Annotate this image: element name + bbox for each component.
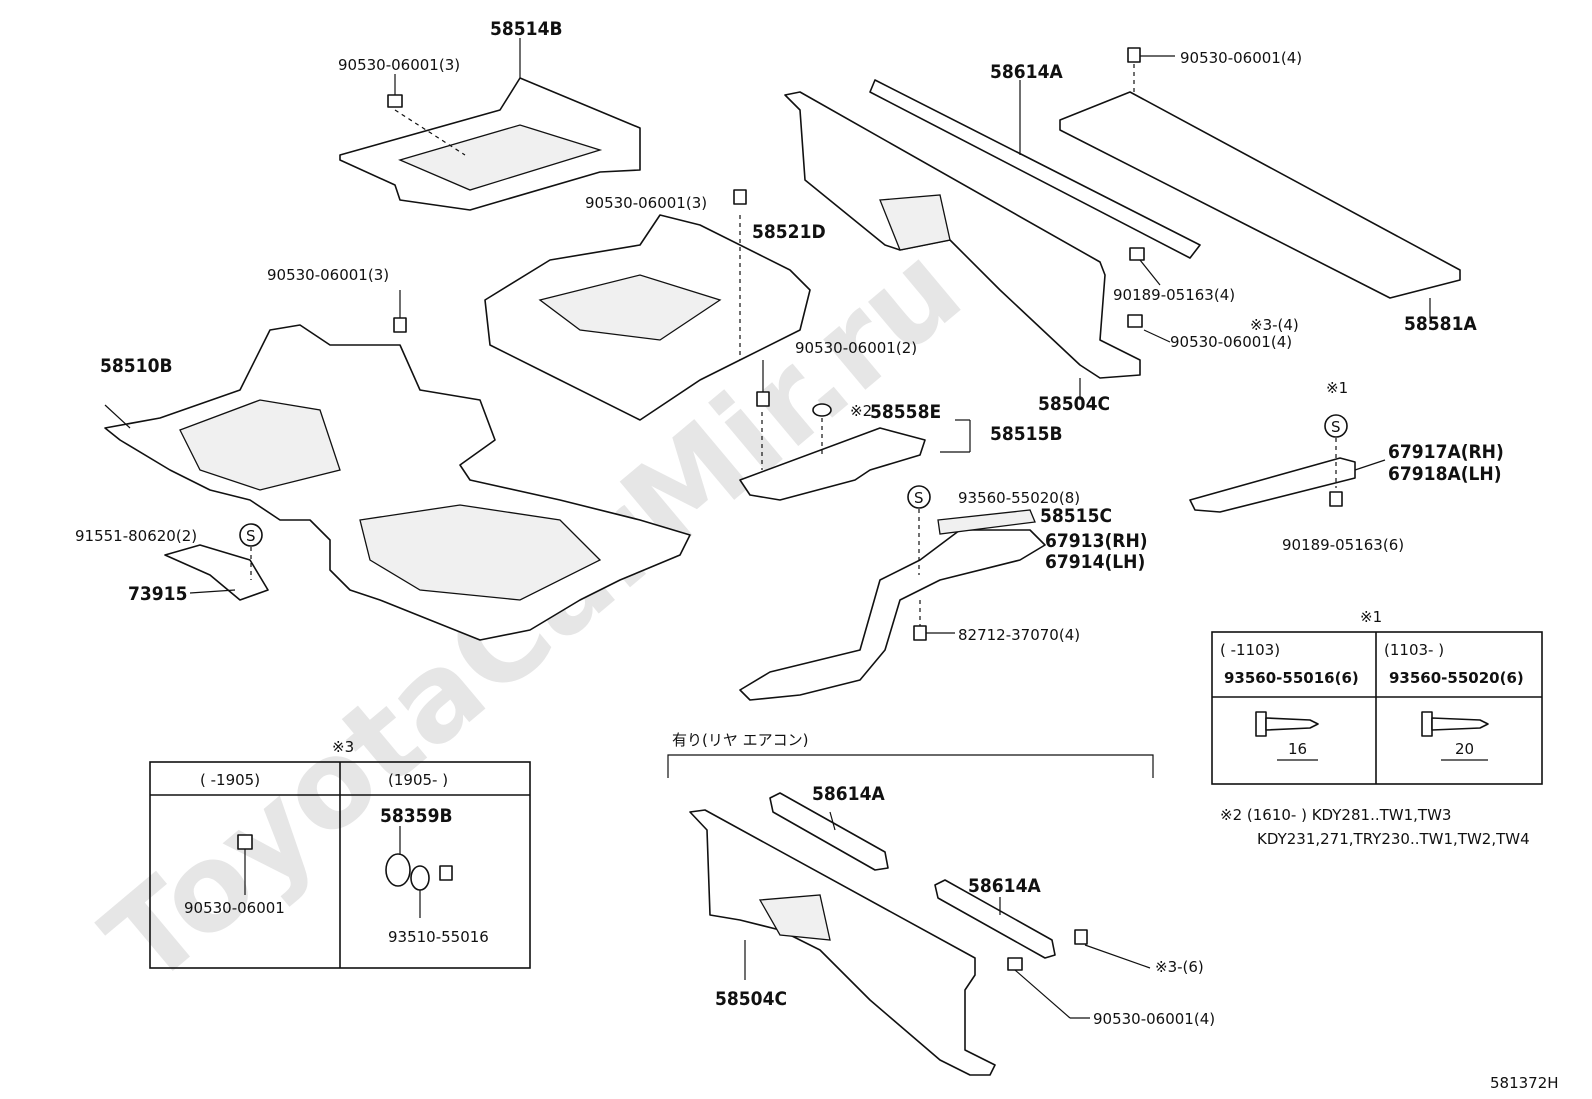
screw-s-symbol: S — [239, 523, 263, 580]
part-58504C-rear[interactable] — [689, 809, 996, 1076]
table-note-3: ※3 ( -1905) (1905- ) 90530-06001 58359B … — [149, 738, 531, 969]
label-90530-06001-2: 90530-06001(2) — [795, 339, 917, 357]
svg-text:有り(リヤ エアコン): 有り(リヤ エアコン) — [672, 731, 808, 749]
label-91551-80620: 91551-80620(2) — [75, 527, 197, 545]
part-67913-scuff[interactable] — [739, 509, 1046, 701]
clip-icon — [1329, 491, 1343, 507]
part-58581A[interactable] — [1059, 91, 1461, 318]
label-58515C: 58515C — [1040, 505, 1112, 527]
clip-icon — [1127, 47, 1175, 95]
svg-text:S: S — [914, 489, 924, 507]
label-58558E: 58558E — [870, 401, 941, 423]
label-58514B: 58514B — [490, 18, 563, 40]
svg-text:※3: ※3 — [332, 738, 354, 756]
part-73915[interactable] — [164, 544, 269, 601]
note-2-line2: KDY231,271,TRY230..TW1,TW2,TW4 — [1257, 830, 1530, 848]
clip-icon — [1127, 247, 1171, 343]
ref-1-top: ※1 — [1326, 379, 1348, 397]
part-58504C-top[interactable] — [784, 91, 1141, 400]
label-90189-05163-6: 90189-05163(6) — [1282, 536, 1404, 554]
diagram-id: 581372H — [1490, 1074, 1559, 1092]
label-58510B: 58510B — [100, 355, 173, 377]
svg-text:(1905- ): (1905- ) — [388, 771, 448, 789]
svg-text:93560-55016(6): 93560-55016(6) — [1224, 669, 1359, 687]
rear-ac-group: 有り(リヤ エアコン) — [667, 731, 1154, 778]
clip-icon — [913, 600, 955, 641]
label-58521D: 58521D — [752, 221, 826, 243]
label-90530-06001-3b: 90530-06001(3) — [585, 194, 707, 212]
label-90530-06001-4b: 90530-06001(4) — [1170, 333, 1292, 351]
label-58614A-rear2: 58614A — [968, 875, 1041, 897]
part-58614A-top[interactable] — [869, 79, 1201, 259]
label-58581A: 58581A — [1404, 313, 1477, 335]
svg-text:58359B: 58359B — [380, 805, 453, 827]
ref-2: ※2 — [850, 402, 872, 420]
label-67917A: 67917A(RH) — [1388, 441, 1504, 463]
label-90530-06001-3c: 90530-06001(3) — [267, 266, 389, 284]
clip-icon — [387, 74, 466, 156]
clip-icon — [237, 834, 253, 895]
label-58515B: 58515B — [990, 423, 1063, 445]
ref-3-4: ※3-(4) — [1250, 316, 1299, 334]
table-note-1: ※1 ( -1103) (1103- ) 93560-55016(6) 9356… — [1211, 608, 1543, 785]
label-58614A-rear1: 58614A — [812, 783, 885, 805]
svg-text:93510-55016: 93510-55016 — [388, 928, 489, 946]
svg-text:(1103- ): (1103- ) — [1384, 641, 1444, 659]
label-90530-06001-4a: 90530-06001(4) — [1180, 49, 1302, 67]
svg-text:90530-06001: 90530-06001 — [184, 899, 285, 917]
label-58504C-top: 58504C — [1038, 393, 1110, 415]
grommet-icon — [385, 826, 453, 918]
svg-text:20: 20 — [1455, 740, 1474, 758]
screw-icon: 16 — [1255, 711, 1319, 761]
label-67918A: 67918A(LH) — [1388, 463, 1502, 485]
screw-icon: 20 — [1421, 711, 1489, 761]
clip-icon — [1007, 929, 1151, 1019]
part-58515B[interactable] — [739, 412, 971, 501]
part-58521D[interactable] — [484, 214, 811, 421]
screw-s-symbol: S — [1324, 414, 1348, 438]
note-2-line1: ※2 (1610- ) KDY281..TW1,TW3 — [1220, 806, 1451, 824]
label-93560-55020-8: 93560-55020(8) — [958, 489, 1080, 507]
svg-text:S: S — [1331, 418, 1341, 436]
label-73915: 73915 — [128, 583, 187, 605]
label-82712-37070: 82712-37070(4) — [958, 626, 1080, 644]
part-67917A-scuff[interactable] — [1189, 438, 1386, 513]
part-58514B[interactable] — [339, 38, 641, 211]
part-58614A-rear2[interactable] — [934, 879, 1056, 959]
svg-text:( -1905): ( -1905) — [200, 771, 260, 789]
screw-s-symbol: S — [907, 485, 931, 575]
part-58614A-rear1[interactable] — [769, 792, 889, 871]
label-90189-05163-4: 90189-05163(4) — [1113, 286, 1235, 304]
label-67914: 67914(LH) — [1045, 551, 1145, 573]
label-90530-06001-3a: 90530-06001(3) — [338, 56, 460, 74]
clip-icon — [756, 360, 832, 417]
clip-icon — [393, 290, 407, 333]
svg-text:S: S — [246, 527, 256, 545]
ref-3-6: ※3-(6) — [1155, 958, 1204, 976]
label-90530-06001-4c: 90530-06001(4) — [1093, 1010, 1215, 1028]
svg-text:( -1103): ( -1103) — [1220, 641, 1280, 659]
svg-text:16: 16 — [1288, 740, 1307, 758]
svg-text:※1: ※1 — [1360, 608, 1382, 626]
part-58510B[interactable] — [104, 324, 691, 641]
clip-icon — [733, 189, 747, 205]
label-58504C-rear: 58504C — [715, 988, 787, 1010]
label-58614A-top: 58614A — [990, 61, 1063, 83]
svg-text:93560-55020(6): 93560-55020(6) — [1389, 669, 1524, 687]
label-67913: 67913(RH) — [1045, 530, 1148, 552]
